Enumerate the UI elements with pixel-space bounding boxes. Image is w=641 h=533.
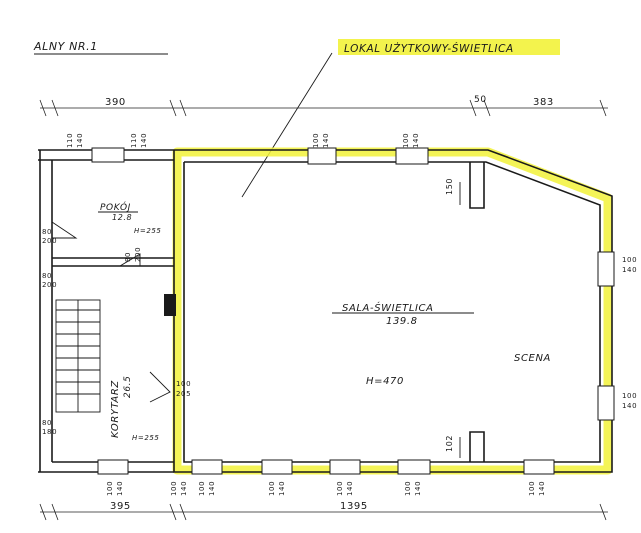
room-pokoj-name: POKÓJ [100, 201, 131, 213]
door-swings [51, 221, 171, 403]
room-korytarz-name: KORYTARZ [110, 380, 121, 438]
door-labels: 80 200 80 200 80 200 80 180 100 205 [42, 228, 191, 436]
room-pokoj-area: 12.8 [112, 213, 132, 222]
room-sala-area: 139.8 [386, 316, 418, 327]
room-scena-name: SCENA [514, 353, 551, 364]
svg-text:110: 110 [66, 133, 74, 148]
svg-text:180: 180 [42, 428, 57, 436]
svg-text:140: 140 [346, 481, 354, 496]
hall-walls [173, 149, 613, 473]
svg-text:100: 100 [404, 481, 412, 496]
svg-text:100: 100 [622, 392, 637, 400]
dim-bottom-main: 1395 [340, 501, 368, 512]
svg-text:80: 80 [42, 228, 52, 236]
svg-text:140: 140 [322, 133, 330, 148]
highlight-label: LOKAL UŻYTKOWY-ŚWIETLICA [344, 42, 514, 55]
svg-text:140: 140 [76, 133, 84, 148]
dim-top-right: 383 [533, 97, 554, 108]
hall-top-windows [307, 147, 429, 165]
svg-text:140: 140 [622, 402, 637, 410]
svg-text:200: 200 [42, 281, 57, 289]
svg-text:140: 140 [116, 481, 124, 496]
room-korytarz-height: H=255 [132, 434, 160, 442]
svg-text:205: 205 [176, 390, 191, 398]
room-sala-name: SALA-ŚWIETLICA [342, 301, 434, 314]
svg-text:100: 100 [106, 481, 114, 496]
svg-text:80: 80 [42, 419, 52, 427]
top-dimension-ticks [39, 99, 607, 117]
svg-text:200: 200 [42, 237, 57, 245]
svg-text:100: 100 [170, 481, 178, 496]
svg-text:100: 100 [402, 133, 410, 148]
svg-text:140: 140 [412, 133, 420, 148]
svg-text:100: 100 [268, 481, 276, 496]
svg-text:110: 110 [130, 133, 138, 148]
svg-text:100: 100 [528, 481, 536, 496]
svg-text:80: 80 [124, 252, 132, 262]
room-korytarz-area: 26.5 [123, 376, 133, 398]
svg-text:140: 140 [140, 133, 148, 148]
dim-top-left: 390 [105, 97, 126, 108]
label-highlight [338, 39, 560, 55]
svg-text:140: 140 [622, 266, 637, 274]
svg-text:140: 140 [414, 481, 422, 496]
svg-text:100: 100 [336, 481, 344, 496]
hall-right-windows [597, 251, 615, 421]
svg-text:140: 140 [538, 481, 546, 496]
svg-text:140: 140 [278, 481, 286, 496]
staircase [55, 299, 101, 413]
svg-text:100: 100 [198, 481, 206, 496]
svg-text:200: 200 [134, 247, 142, 262]
leader-line [241, 52, 333, 198]
scena-partition [459, 162, 485, 462]
svg-text:140: 140 [208, 481, 216, 496]
dim-top-gap: 50 [474, 95, 487, 105]
chimney [164, 294, 176, 316]
opening-labels: 110 140 110 140 100 140 100 140 100 140 … [66, 133, 637, 496]
dim-bottom-left: 395 [110, 501, 131, 512]
scena-top-mark: 150 [445, 178, 454, 195]
hall-bottom-windows [191, 459, 555, 475]
room-pokoj-height: H=255 [134, 227, 162, 235]
room-sala-height: H=470 [366, 376, 404, 387]
sheet-title-fragment: ALNY NR.1 [33, 40, 98, 53]
hall-highlight [172, 147, 613, 475]
bottom-dimension-ticks [39, 503, 607, 521]
svg-text:100: 100 [622, 256, 637, 264]
scena-bottom-mark: 102 [445, 435, 454, 452]
left-block-walls [38, 147, 174, 475]
svg-text:100: 100 [176, 380, 191, 388]
svg-text:140: 140 [180, 481, 188, 496]
svg-text:100: 100 [312, 133, 320, 148]
svg-text:80: 80 [42, 272, 52, 280]
